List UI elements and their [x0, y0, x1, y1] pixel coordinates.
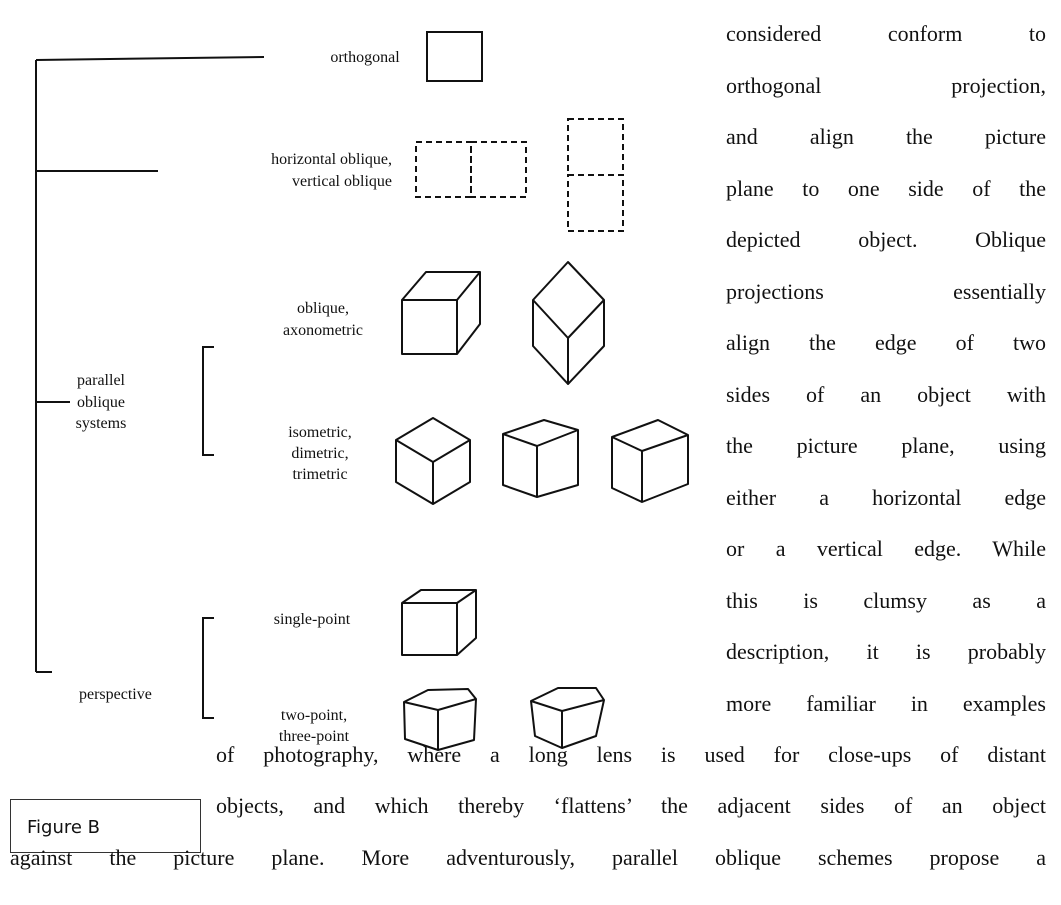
paragraph-line: plane to one side of the	[726, 176, 1046, 201]
paragraph-line: sides of an object with	[726, 382, 1046, 407]
vertical-oblique-bottom-square-icon	[567, 174, 624, 232]
paragraph-line: align the edge of two	[726, 330, 1046, 355]
bracket-parallel	[202, 346, 214, 456]
orthogonal-square-icon	[426, 31, 483, 82]
projection-systems-diagram: orthogonal horizontal oblique, vertical …	[35, 31, 689, 751]
paragraph-line: either a horizontal edge	[726, 485, 1046, 510]
label-isometric: isometric,	[288, 424, 352, 441]
label-single-point: single-point	[274, 611, 351, 628]
axonometric-cube-icon	[532, 261, 605, 385]
label-oblique: oblique,	[297, 300, 349, 317]
paragraph-line: considered conform to	[726, 21, 1046, 46]
label-two-point: two-point,	[281, 707, 347, 724]
paragraph-line: orthogonal projection,	[726, 73, 1046, 98]
isometric-cube-icon	[395, 417, 471, 505]
label-orthogonal: orthogonal	[330, 49, 400, 66]
single-point-cube-icon	[401, 589, 477, 656]
horizontal-oblique-right-square-icon	[470, 141, 527, 198]
vertical-oblique-top-square-icon	[567, 118, 624, 176]
label-three-point: three-point	[279, 728, 350, 745]
label-perspective: perspective	[79, 686, 152, 703]
dimetric-cube-icon	[502, 419, 579, 498]
two-point-cube-icon	[403, 688, 477, 751]
horizontal-oblique-left-square-icon	[415, 141, 472, 198]
paragraph-line: objects, and which thereby ‘flattens’ th…	[216, 793, 1046, 818]
paragraph-line: depicted object. Oblique	[726, 227, 1046, 252]
oblique-cube-icon	[401, 271, 481, 355]
label-horizontal-oblique: horizontal oblique,	[271, 151, 392, 168]
figure-caption-box: Figure B	[10, 799, 201, 853]
label-trimetric: trimetric	[292, 466, 347, 483]
bracket-perspective	[202, 617, 214, 719]
paragraph-line: and align the picture	[726, 124, 1046, 149]
figure-caption: Figure B	[27, 817, 101, 838]
trimetric-cube-icon	[611, 419, 689, 503]
label-dimetric: dimetric,	[291, 445, 348, 462]
paragraph-line: of photography, where a long lens is use…	[216, 742, 1046, 767]
paragraph-line: projections essentially	[726, 279, 1046, 304]
label-vertical-oblique: vertical oblique	[292, 173, 392, 190]
label-parallel: parallel	[77, 372, 126, 389]
three-point-cube-icon	[530, 687, 605, 749]
paragraph-line: the picture plane, using	[726, 433, 1046, 458]
paragraph-line: against the picture plane. More adventur…	[10, 845, 1046, 870]
paragraph-line: description, it is probably	[726, 639, 1046, 664]
branch-orthogonal	[35, 56, 265, 61]
label-parallel-oblique: oblique	[77, 394, 125, 411]
paragraph-line: or a vertical edge. While	[726, 536, 1046, 561]
paragraph-line: this is clumsy as a	[726, 588, 1046, 613]
paragraph-line: more familiar in examples	[726, 691, 1046, 716]
label-axonometric: axonometric	[283, 322, 363, 339]
label-systems: systems	[76, 415, 127, 432]
